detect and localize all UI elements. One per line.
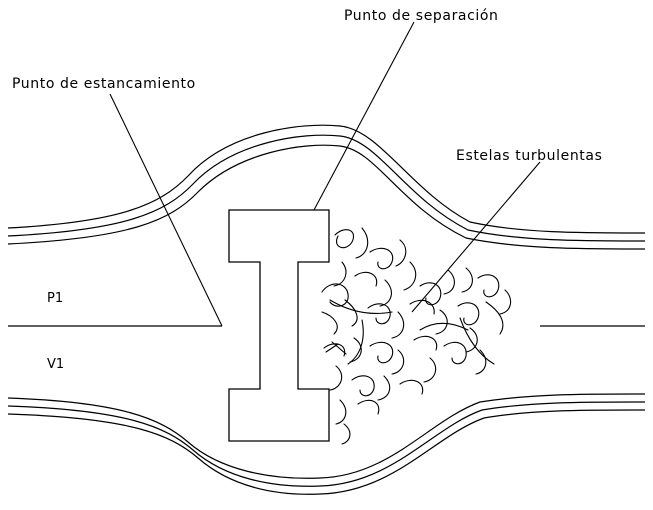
turbulent-wake <box>321 227 512 445</box>
lower-streamlines <box>7 393 646 495</box>
wake-leader-line <box>411 161 541 313</box>
stagnation-leader-line <box>109 93 223 327</box>
separation-leader-line <box>313 21 415 211</box>
turbulent-wakes-label: Estelas turbulentas <box>456 148 602 164</box>
stagnation-point-label: Punto de estancamiento <box>12 76 196 92</box>
pressure-p1-label: P1 <box>47 291 63 306</box>
i-beam-body <box>228 209 330 442</box>
separation-point-label: Punto de separación <box>344 8 499 24</box>
upper-streamlines <box>7 124 646 250</box>
velocity-v1-label: V1 <box>47 357 64 372</box>
